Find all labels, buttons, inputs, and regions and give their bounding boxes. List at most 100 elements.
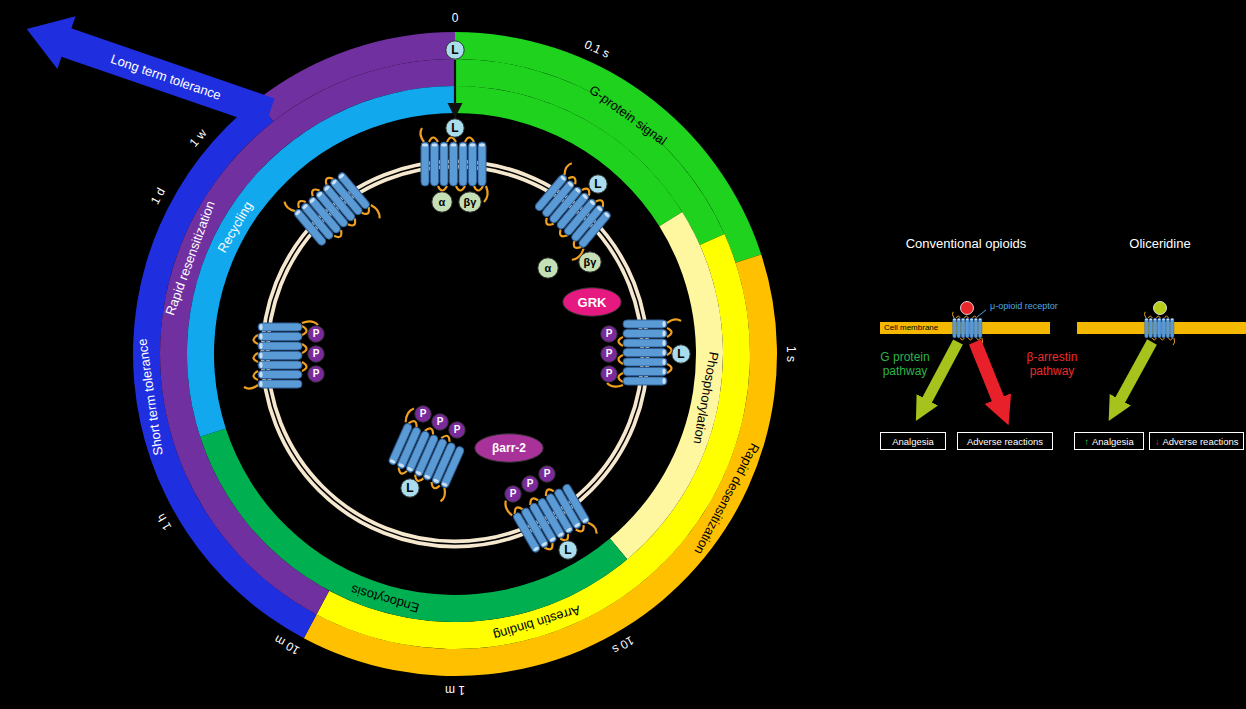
timeline-band	[455, 32, 761, 263]
node-ellipse	[415, 406, 431, 422]
time-tick: 1 m	[445, 683, 465, 697]
node-text: P	[606, 349, 613, 359]
node-text: βγ	[464, 197, 477, 208]
node-text: βγ	[584, 257, 597, 268]
pathway-label: G protein pathway	[872, 350, 938, 378]
phosphate-circle: P	[504, 485, 522, 503]
node-text: P	[420, 409, 427, 419]
ligand-circle: L	[400, 478, 420, 498]
node-text: L	[564, 544, 571, 556]
node-text: βarr-2	[492, 442, 526, 454]
node-text: L	[451, 122, 458, 134]
node-ellipse	[446, 119, 464, 137]
node-ellipse	[601, 346, 617, 362]
node-text: L	[451, 44, 458, 56]
node-ellipse	[539, 466, 555, 482]
timeline-band	[187, 86, 455, 437]
grk-ellipse: GRK	[562, 287, 622, 317]
panel-heading: Conventional opioids	[906, 236, 1027, 251]
timeline-rings	[133, 32, 777, 676]
node-text: ↑	[1084, 436, 1089, 447]
node-text: L	[406, 482, 413, 494]
phosphate-circle: P	[600, 325, 618, 343]
phosphate-circle: P	[307, 365, 325, 383]
node-ellipse	[432, 192, 452, 212]
g-betagamma-circle: βγ	[458, 191, 482, 213]
node-ellipse	[601, 366, 617, 382]
node-ellipse	[401, 479, 419, 497]
time-tick: 1 s	[784, 346, 798, 362]
node-text: P	[527, 479, 534, 489]
phosphate-circle: P	[521, 475, 539, 493]
outcome-box: ↓Adverse reactions	[1149, 432, 1244, 450]
node-text: P	[606, 369, 613, 379]
node-text: GRK	[578, 296, 607, 309]
node-ellipse	[432, 414, 448, 430]
receptors	[244, 128, 681, 566]
node-text: P	[313, 349, 320, 359]
node-text: α	[545, 263, 552, 274]
pathway-label: β-arrestin pathway	[1012, 350, 1092, 378]
node-ellipse	[308, 366, 324, 382]
node-ellipse	[459, 192, 481, 212]
node-text: P	[510, 489, 517, 499]
time-tick: 0	[452, 11, 459, 25]
node-ellipse	[449, 422, 465, 438]
node-text: ↓	[1155, 436, 1160, 447]
time-tick: 10 s	[610, 633, 637, 656]
outcome-box: Adverse reactions	[957, 432, 1053, 450]
node-text: P	[313, 369, 320, 379]
outcome-box: ↑Analgesia	[1074, 432, 1144, 450]
ligand-circle: L	[558, 540, 578, 560]
time-tick: 0.1 s	[582, 38, 611, 62]
panel-heading: Oliceridine	[1129, 236, 1190, 251]
timeline-band	[160, 59, 455, 614]
phosphate-circle: P	[448, 421, 466, 439]
time-tick: 1 h	[154, 511, 174, 532]
node-ellipse	[446, 41, 464, 59]
phosphate-circle: P	[538, 465, 556, 483]
g-betagamma-circle: βγ	[578, 251, 602, 273]
binding-arrow	[454, 60, 456, 118]
node-text: Adverse reactions	[967, 436, 1043, 447]
node-text: Adverse reactions	[1162, 436, 1238, 447]
receptor-label: μ-opioid receptor	[990, 301, 1058, 311]
node-text: P	[313, 329, 320, 339]
node-text: Analgesia	[892, 436, 934, 447]
node-text: α	[439, 197, 446, 208]
node-ellipse	[475, 434, 543, 462]
phosphate-circle: P	[414, 405, 432, 423]
g-alpha-circle: α	[537, 257, 559, 279]
node-text: L	[594, 178, 601, 190]
time-tick: 10 m	[272, 632, 302, 657]
node-text: P	[454, 425, 461, 435]
right-panel	[880, 302, 1246, 405]
phosphate-circle: P	[307, 325, 325, 343]
node-text: P	[544, 469, 551, 479]
node-ellipse	[308, 346, 324, 362]
node-ellipse	[579, 252, 601, 272]
node-text: P	[437, 417, 444, 427]
phosphate-circle: P	[307, 345, 325, 363]
membrane-band: Cell membrane	[884, 322, 938, 334]
time-tick: 1 w	[186, 126, 209, 149]
node-ellipse	[672, 345, 690, 363]
node-ellipse	[563, 288, 621, 316]
outcome-box: Analgesia	[880, 432, 946, 450]
node-ellipse	[559, 541, 577, 559]
node-ellipse	[538, 258, 558, 278]
ligand-circle: L	[671, 344, 691, 364]
node-ellipse	[308, 326, 324, 342]
node-text: P	[606, 329, 613, 339]
node-ellipse	[522, 476, 538, 492]
ligand-circle: L	[445, 118, 465, 138]
arrestin-ellipse: βarr-2	[474, 433, 544, 463]
ligand-circle: L	[445, 40, 465, 60]
phosphate-circle: P	[431, 413, 449, 431]
node-text: L	[677, 348, 684, 360]
phosphate-circle: P	[600, 345, 618, 363]
g-alpha-circle: α	[431, 191, 453, 213]
node-text: Analgesia	[1092, 436, 1134, 447]
ligand-circle: L	[588, 174, 608, 194]
